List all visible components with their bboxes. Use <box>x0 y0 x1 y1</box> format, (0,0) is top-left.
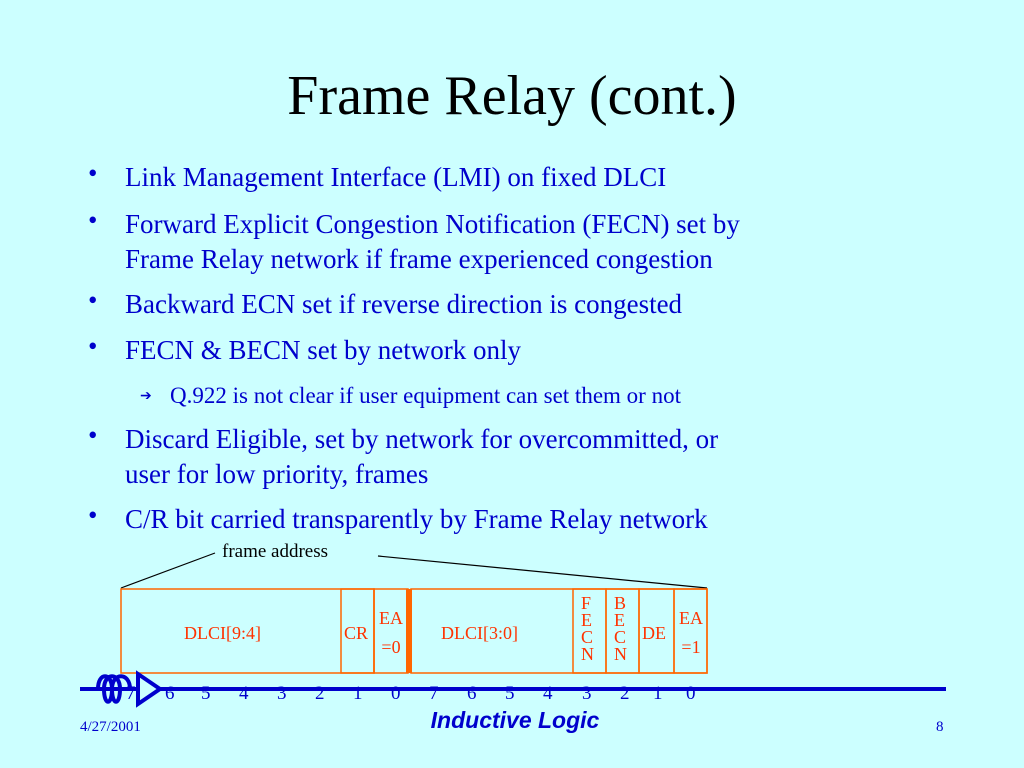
dlci-low-label: DLCI[3:0] <box>441 623 518 643</box>
bullet-marker: • <box>88 205 98 235</box>
ea0-label-bottom: =0 <box>381 637 401 657</box>
dlci-high-label: DLCI[9:4] <box>184 623 261 643</box>
footer-date: 4/27/2001 <box>80 719 141 735</box>
bit-number: 6 <box>467 683 477 704</box>
becn-letter: E <box>614 610 625 630</box>
ea1-label-bottom: =1 <box>681 637 701 657</box>
ea0-label-top: EA <box>379 608 403 628</box>
bullet-item-continued: Frame Relay network if frame experienced… <box>125 244 713 274</box>
bit-number: 1 <box>353 683 363 704</box>
de-label: DE <box>642 623 666 643</box>
cr-label: CR <box>344 623 369 643</box>
bit-number: 3 <box>582 683 592 704</box>
bit-number: 5 <box>505 683 515 704</box>
bullet-marker: • <box>88 331 98 361</box>
frame-address-label: frame address <box>222 541 329 562</box>
page-number: 8 <box>936 719 944 735</box>
bit-number: 2 <box>315 683 325 704</box>
bullet-marker: • <box>88 420 98 450</box>
bullet-marker: • <box>88 158 98 188</box>
footer-brand: Inductive Logic <box>430 707 600 733</box>
bullet-item: FECN & BECN set by network only <box>125 335 521 365</box>
bit-number: 3 <box>277 683 287 704</box>
becn-letter: B <box>614 593 627 613</box>
bullet-item: C/R bit carried transparently by Frame R… <box>125 504 708 534</box>
field-ea0-box <box>373 588 409 674</box>
bullet-marker: • <box>88 285 98 315</box>
sub-bullet-arrow-icon: ➔ <box>140 389 152 404</box>
fecn-letter: N <box>581 644 594 664</box>
bullet-item: Link Management Interface (LMI) on fixed… <box>125 162 667 192</box>
bullet-marker: • <box>88 500 98 530</box>
bullet-item: Forward Explicit Congestion Notification… <box>125 209 740 239</box>
bit-number: 4 <box>239 683 249 704</box>
fecn-letter: E <box>581 610 592 630</box>
sub-bullet-item: Q.922 is not clear if user equipment can… <box>170 383 681 408</box>
address-bracket-right <box>377 555 708 589</box>
ea1-label-top: EA <box>679 608 703 628</box>
fecn-letter: C <box>581 627 594 647</box>
bullet-item-continued: user for low priority, frames <box>125 459 429 489</box>
bit-number: 7 <box>126 683 136 704</box>
bullet-item: Backward ECN set if reverse direction is… <box>125 289 683 319</box>
field-ea1-box <box>673 588 708 674</box>
bit-number: 7 <box>429 683 439 704</box>
becn-letter: N <box>614 644 627 664</box>
becn-letter: C <box>614 627 627 647</box>
bit-number: 4 <box>543 683 553 704</box>
bit-number: 0 <box>391 683 401 704</box>
bullet-item: Discard Eligible, set by network for ove… <box>125 424 719 454</box>
bit-number: 1 <box>653 683 663 704</box>
bit-number: 5 <box>201 683 211 704</box>
inductor-logo-icon <box>96 670 164 708</box>
bit-number: 2 <box>620 683 630 704</box>
bit-number: 6 <box>165 683 175 704</box>
fecn-letter: F <box>581 593 592 613</box>
address-bracket-left <box>120 552 216 589</box>
bit-number: 0 <box>686 683 696 704</box>
slide-title: Frame Relay (cont.) <box>287 65 737 127</box>
octet-divider <box>406 589 412 673</box>
